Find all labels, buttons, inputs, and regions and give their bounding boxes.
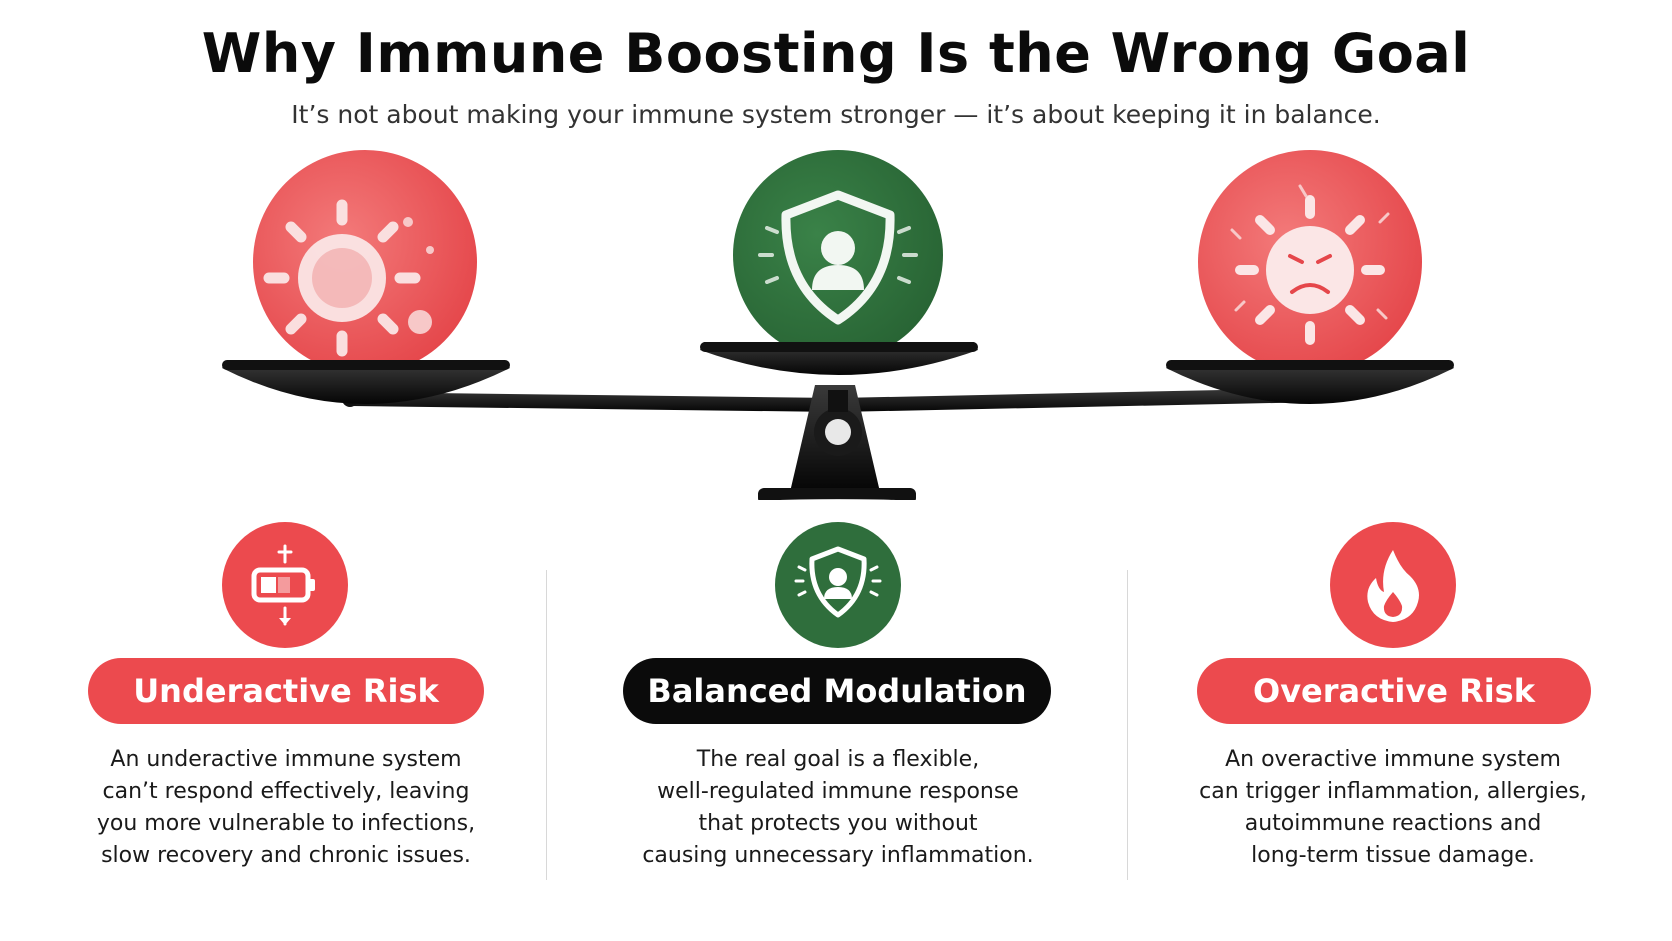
description-line: An underactive immune system [110, 747, 462, 772]
column-divider [546, 570, 547, 880]
description-line: you more vulnerable to infections, [96, 811, 476, 836]
description-line: can trigger inflammation, allergies, [1199, 779, 1587, 804]
balance-scale-illustration [222, 150, 1454, 500]
scale-post [828, 390, 848, 412]
underactive-description: An underactive immune system can’t respo… [76, 744, 496, 872]
shield-person-icon [775, 522, 901, 648]
right-pan [1166, 362, 1454, 404]
overactive-risk-label: Overactive Risk [1197, 658, 1591, 724]
description-line: long-term tissue damage. [1251, 843, 1535, 868]
description-line: An overactive immune system [1225, 747, 1561, 772]
flame-icon [1330, 522, 1456, 648]
description-line: well-regulated immune response [657, 779, 1019, 804]
balanced-modulation-label: Balanced Modulation [623, 658, 1051, 724]
description-line: that protects you without [698, 811, 978, 836]
left-pan [222, 362, 510, 404]
scale-shadow [778, 499, 898, 500]
overactive-description: An overactive immune system can trigger … [1183, 744, 1603, 872]
description-line: slow recovery and chronic issues. [101, 843, 471, 868]
description-line: autoimmune reactions and [1244, 811, 1542, 836]
low-battery-icon [222, 522, 348, 648]
page-title: Why Immune Boosting Is the Wrong Goal [201, 22, 1471, 85]
balanced-description: The real goal is a flexible, well-regula… [628, 744, 1048, 872]
description-line: causing unnecessary inflammation. [642, 843, 1034, 868]
description-line: can’t respond effectively, leaving [102, 779, 470, 804]
underactive-risk-label: Underactive Risk [88, 658, 484, 724]
page-subtitle: It’s not about making your immune system… [291, 100, 1381, 129]
scale-base [758, 488, 916, 500]
column-divider [1127, 570, 1128, 880]
scale-pivot-bolt [825, 419, 851, 445]
description-line: The real goal is a flexible, [696, 747, 980, 772]
